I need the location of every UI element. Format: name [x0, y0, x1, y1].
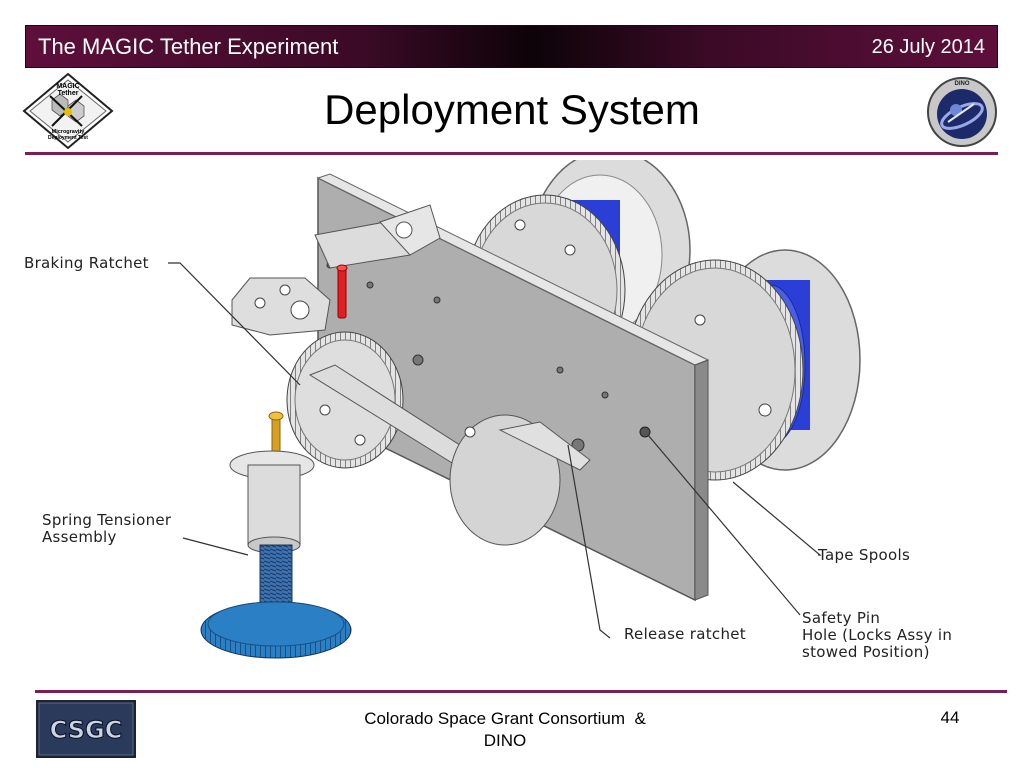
spring-tensioner-label: Spring Tensioner Assembly: [42, 511, 172, 546]
slide-title: Deployment System: [324, 86, 700, 133]
spring-tensioner-assembly: [200, 411, 352, 659]
magic-tether-logo: MAGIC Tether Microgravity Deployment Tes…: [22, 72, 114, 150]
presentation-date: 26 July 2014: [871, 36, 985, 58]
deployment-system-diagram: [168, 160, 861, 659]
footer-divider: [35, 690, 1007, 693]
page-number: 44: [940, 708, 960, 727]
release-ratchet: [449, 414, 591, 546]
presentation-title: The MAGIC Tether Experiment: [38, 34, 339, 59]
safety-pin-label: Safety Pin Hole (Locks Assy in stowed Po…: [802, 609, 953, 661]
title-divider: [25, 152, 998, 155]
safety-pin: [336, 264, 348, 319]
callout-leaders: [168, 262, 822, 639]
csgc-logo-text: CSGC: [50, 716, 123, 744]
braking-ratchet-gear: [286, 331, 404, 469]
tape-spools-label: Tape Spools: [818, 546, 911, 564]
footer-organization: Colorado Space Grant Consortium & DINO: [364, 709, 646, 750]
logo-right-text: DINO: [955, 81, 970, 87]
braking-ratchet-label: Braking Ratchet: [24, 254, 149, 272]
upper-bracket: [314, 204, 441, 269]
logo-left-line-1: MAGIC: [56, 83, 79, 90]
spring-mount-bracket: [231, 277, 331, 336]
release-ratchet-label: Release ratchet: [624, 625, 746, 643]
logo-left-line-3: Microgravity: [52, 129, 86, 135]
logo-left-line-4: Deployment Test: [48, 135, 88, 141]
logo-left-line-2: Tether: [58, 90, 79, 97]
csgc-logo: CSGC: [36, 700, 136, 758]
dino-logo: DINO: [927, 77, 997, 147]
header-bar: The MAGIC Tether Experiment 26 July 2014: [25, 25, 998, 68]
